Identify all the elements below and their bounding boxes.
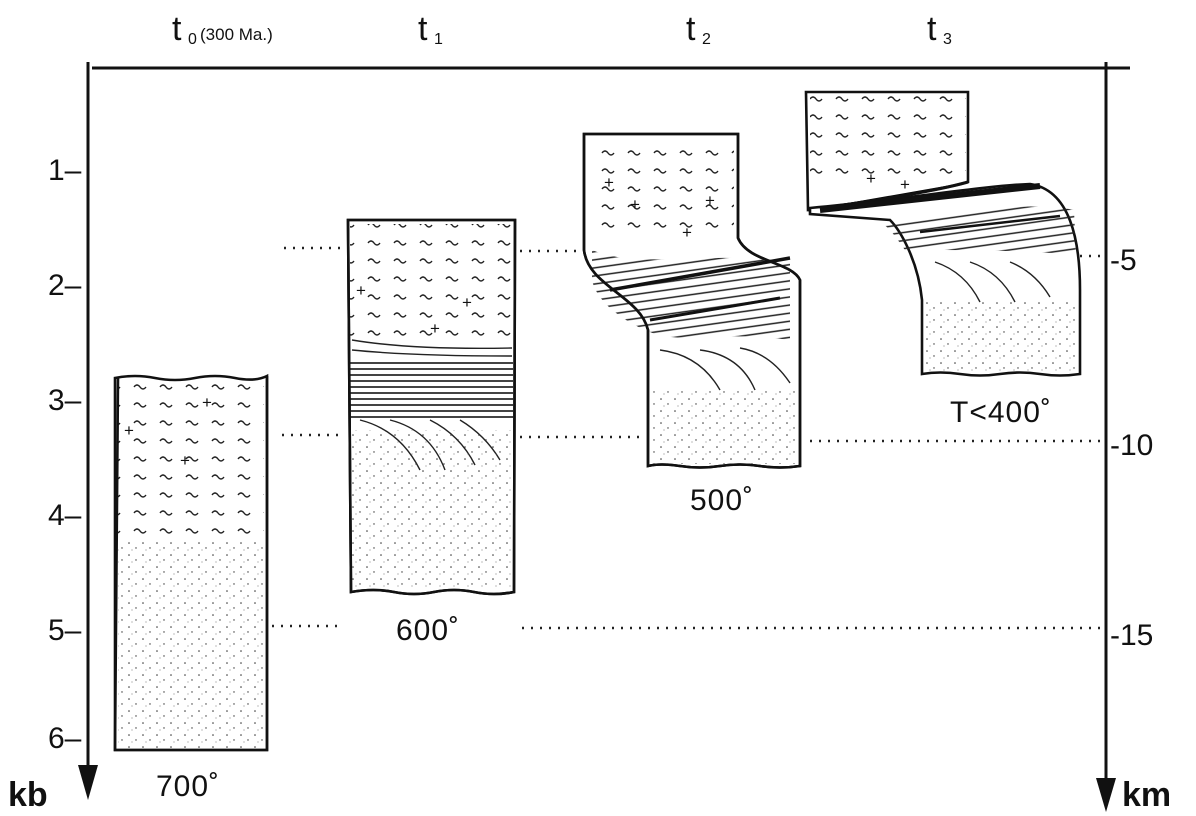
km-tick-10: -10: [1110, 429, 1153, 462]
svg-text:+: +: [705, 191, 715, 210]
kb-axis-unit: kb: [8, 776, 48, 814]
time-label-sub: 0: [188, 31, 197, 48]
svg-text:+: +: [900, 175, 910, 194]
kb-tick-5: 5–: [48, 614, 82, 647]
time-label-sub: 2: [702, 31, 711, 48]
rock-column-t1: + + +: [346, 218, 517, 596]
kb-tick-3: 3–: [48, 384, 82, 417]
right-axis-ticks: -5 -10 -15: [1110, 244, 1153, 652]
kb-tick-1: 1–: [48, 154, 82, 187]
svg-text:+: +: [604, 173, 614, 192]
svg-text:+: +: [180, 451, 190, 470]
temperature-label-t0: 700˚: [156, 770, 220, 803]
time-label-sub: 3: [943, 31, 952, 48]
rock-column-t0: + + +: [113, 373, 269, 752]
svg-text:+: +: [682, 223, 692, 242]
km-tick-5: -5: [1110, 244, 1137, 277]
svg-text:+: +: [202, 393, 212, 412]
time-label-t1: t 1: [418, 10, 443, 48]
temperature-label-t3: T<400˚: [950, 396, 1052, 429]
svg-text:+: +: [430, 319, 440, 338]
svg-text:+: +: [462, 293, 472, 312]
time-label-t0: t 0 (300 Ma.): [172, 10, 273, 48]
time-label-main: t: [418, 10, 428, 48]
time-label-note: (300 Ma.): [200, 25, 273, 44]
right-axis: [1096, 62, 1116, 812]
left-axis-ticks: 1– 2– 3– 4– 5– 6–: [48, 154, 82, 755]
rock-column-t2: + + + +: [582, 132, 802, 469]
svg-text:+: +: [630, 195, 640, 214]
svg-text:+: +: [124, 421, 134, 440]
left-axis: [78, 62, 98, 800]
time-label-main: t: [686, 10, 696, 48]
rock-column-t3: + +: [804, 90, 1082, 377]
km-tick-15: -15: [1110, 619, 1153, 652]
svg-text:+: +: [866, 169, 876, 188]
kb-tick-2: 2–: [48, 269, 82, 302]
temperature-label-t1: 600˚: [396, 614, 460, 647]
kb-tick-6: 6–: [48, 722, 82, 755]
time-label-main: t: [172, 10, 182, 48]
temperature-label-t2: 500˚: [690, 484, 754, 517]
time-label-sub: 1: [434, 31, 443, 48]
km-axis-unit: km: [1122, 776, 1171, 814]
kb-tick-4: 4–: [48, 499, 82, 532]
reference-depth-lines: [272, 246, 1102, 630]
svg-text:+: +: [356, 281, 366, 300]
time-label-main: t: [927, 10, 937, 48]
time-label-t3: t 3: [927, 10, 952, 48]
time-label-t2: t 2: [686, 10, 711, 48]
